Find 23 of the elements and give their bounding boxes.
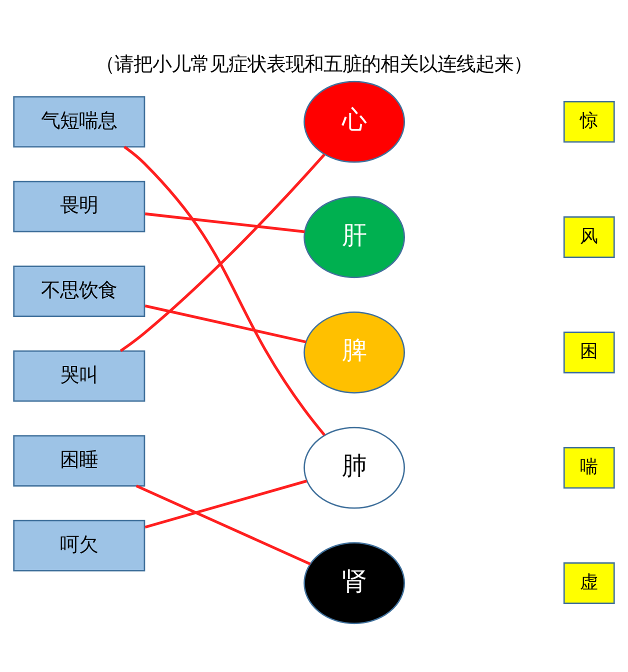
node-ellipse: 肝 <box>304 196 406 278</box>
node-box: 畏明 <box>13 180 146 232</box>
node-box: 风 <box>563 216 615 258</box>
node-box: 困 <box>563 331 615 373</box>
node-ellipse: 脾 <box>304 311 406 393</box>
connector <box>120 153 326 352</box>
node-ellipse: 肾 <box>304 542 406 624</box>
connector <box>144 212 305 233</box>
node-box: 哭叫 <box>13 350 146 402</box>
connector <box>124 145 326 436</box>
connector <box>144 304 306 343</box>
node-ellipse: 肺 <box>304 426 406 508</box>
node-box: 喘 <box>563 446 615 488</box>
node-box: 虚 <box>563 562 615 604</box>
diagram-title: （请把小儿常见症状表现和五脏的相关以连线起来） <box>96 52 532 76</box>
node-box: 气短喘息 <box>13 96 146 148</box>
connector <box>144 479 308 528</box>
connector <box>136 484 311 565</box>
node-ellipse: 心 <box>304 80 406 162</box>
node-box: 惊 <box>563 100 615 142</box>
node-box: 呵欠 <box>13 519 146 571</box>
node-box: 不思饮食 <box>13 265 146 317</box>
node-box: 困睡 <box>13 434 146 486</box>
